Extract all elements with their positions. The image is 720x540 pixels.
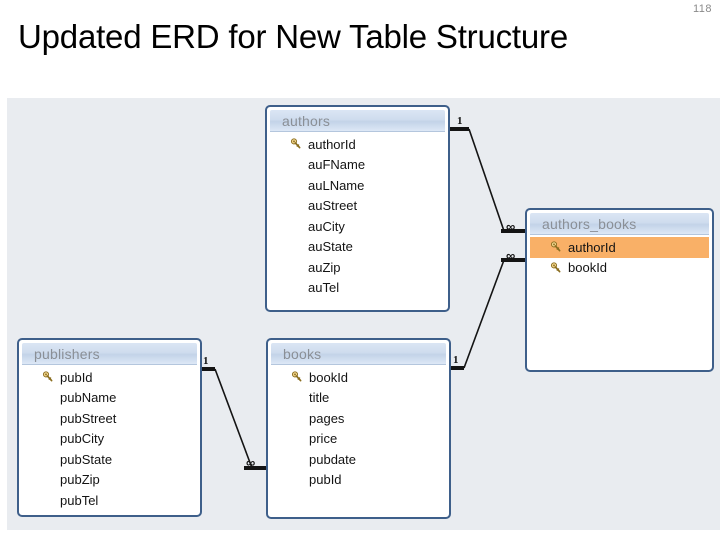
table-publishers-fields: pubId pubName pubStreet pubCity pubState pubZ… — [22, 365, 197, 511]
rel-line-authors-diag — [468, 128, 505, 232]
field-row[interactable]: pubCity — [22, 429, 197, 450]
table-books-title: books — [283, 345, 322, 362]
table-authors-header[interactable]: authors — [270, 110, 445, 132]
primary-key-icon-slot — [42, 371, 60, 383]
cardinality-authors-one: 1 — [457, 115, 463, 127]
field-name: pubId — [309, 472, 342, 488]
field-row[interactable]: auCity — [270, 216, 445, 237]
field-name: pubName — [60, 390, 117, 406]
field-name: pages — [309, 410, 345, 426]
field-row[interactable]: pubStreet — [22, 408, 197, 429]
field-row[interactable]: bookId — [271, 367, 446, 388]
field-name: price — [309, 431, 338, 447]
table-books-fields: bookId title pages price pubdate pubId — [271, 365, 446, 490]
table-authors-title: authors — [282, 112, 331, 129]
field-row[interactable]: pubId — [22, 367, 197, 388]
field-name: title — [309, 390, 330, 406]
field-name: pubZip — [60, 472, 100, 488]
rel-line-books-diag — [463, 259, 505, 369]
field-row[interactable]: auTel — [270, 278, 445, 299]
cardinality-books-many: ∞ — [246, 455, 256, 470]
field-row[interactable]: authorId — [270, 134, 445, 155]
primary-key-icon — [550, 262, 561, 273]
field-row[interactable]: pubZip — [22, 470, 197, 491]
cardinality-authors-books-many-2: ∞ — [506, 248, 516, 263]
table-authors-books-title: authors_books — [542, 215, 637, 232]
field-row[interactable]: auStreet — [270, 196, 445, 217]
table-authors-books-fields: authorId bookId — [530, 235, 709, 278]
table-authors-fields: authorId auFName auLName auStreet auCity auSt… — [270, 132, 445, 298]
field-name: auTel — [308, 280, 340, 296]
primary-key-icon — [290, 138, 301, 149]
field-name: bookId — [568, 260, 608, 276]
table-authors-books[interactable]: authors_books authorId bookId — [525, 208, 714, 372]
primary-key-icon — [550, 241, 561, 252]
field-name: pubTel — [60, 492, 99, 508]
field-row[interactable]: auFName — [270, 155, 445, 176]
field-row[interactable]: pubState — [22, 449, 197, 470]
field-row[interactable]: pubTel — [22, 490, 197, 511]
field-name: auCity — [308, 218, 345, 234]
erd-canvas[interactable]: 1 ∞ 1 ∞ 1 ∞ authors authorId auFName auLNa… — [7, 98, 720, 530]
field-name: auZip — [308, 259, 341, 275]
field-name: auFName — [308, 157, 366, 173]
field-row[interactable]: price — [271, 429, 446, 450]
field-row[interactable]: pubdate — [271, 449, 446, 470]
field-name: auStreet — [308, 198, 358, 214]
cardinality-publishers-one: 1 — [203, 355, 209, 367]
page-title: Updated ERD for New Table Structure — [18, 18, 568, 55]
table-publishers-header[interactable]: publishers — [22, 343, 197, 365]
table-books[interactable]: books bookId title pages price pubdate pubId — [266, 338, 451, 519]
field-name: pubdate — [309, 451, 356, 467]
table-books-inner: books bookId title pages price pubdate pubId — [270, 342, 447, 515]
field-name: auState — [308, 239, 353, 255]
field-row[interactable]: auZip — [270, 257, 445, 278]
primary-key-icon-slot — [291, 371, 309, 383]
page-number: 118 — [692, 3, 712, 15]
field-row[interactable]: auState — [270, 237, 445, 258]
field-name: pubState — [60, 451, 113, 467]
table-authors-books-inner: authors_books authorId bookId — [529, 212, 710, 368]
field-name: auLName — [308, 177, 365, 193]
rel-line-publishers-diag — [214, 368, 253, 469]
table-authors-books-header[interactable]: authors_books — [530, 213, 709, 235]
field-name: bookId — [309, 369, 349, 385]
table-publishers-title: publishers — [34, 345, 100, 362]
field-row[interactable]: title — [271, 388, 446, 409]
field-name: pubStreet — [60, 410, 117, 426]
primary-key-icon-slot — [550, 262, 568, 274]
cardinality-books-one: 1 — [453, 354, 459, 366]
field-row[interactable]: pubName — [22, 388, 197, 409]
primary-key-icon-slot — [290, 138, 308, 150]
primary-key-icon — [291, 371, 302, 382]
field-row[interactable]: bookId — [530, 258, 709, 279]
field-row[interactable]: pubId — [271, 470, 446, 491]
field-name: pubCity — [60, 431, 105, 447]
cardinality-authors-books-many-1: ∞ — [506, 219, 516, 234]
table-books-header[interactable]: books — [271, 343, 446, 365]
field-name: authorId — [568, 239, 616, 255]
field-row[interactable]: pages — [271, 408, 446, 429]
field-row[interactable]: authorId — [530, 237, 709, 258]
primary-key-icon — [42, 371, 53, 382]
primary-key-icon-slot — [550, 241, 568, 253]
field-row[interactable]: auLName — [270, 175, 445, 196]
field-name: authorId — [308, 136, 356, 152]
field-name: pubId — [60, 369, 93, 385]
